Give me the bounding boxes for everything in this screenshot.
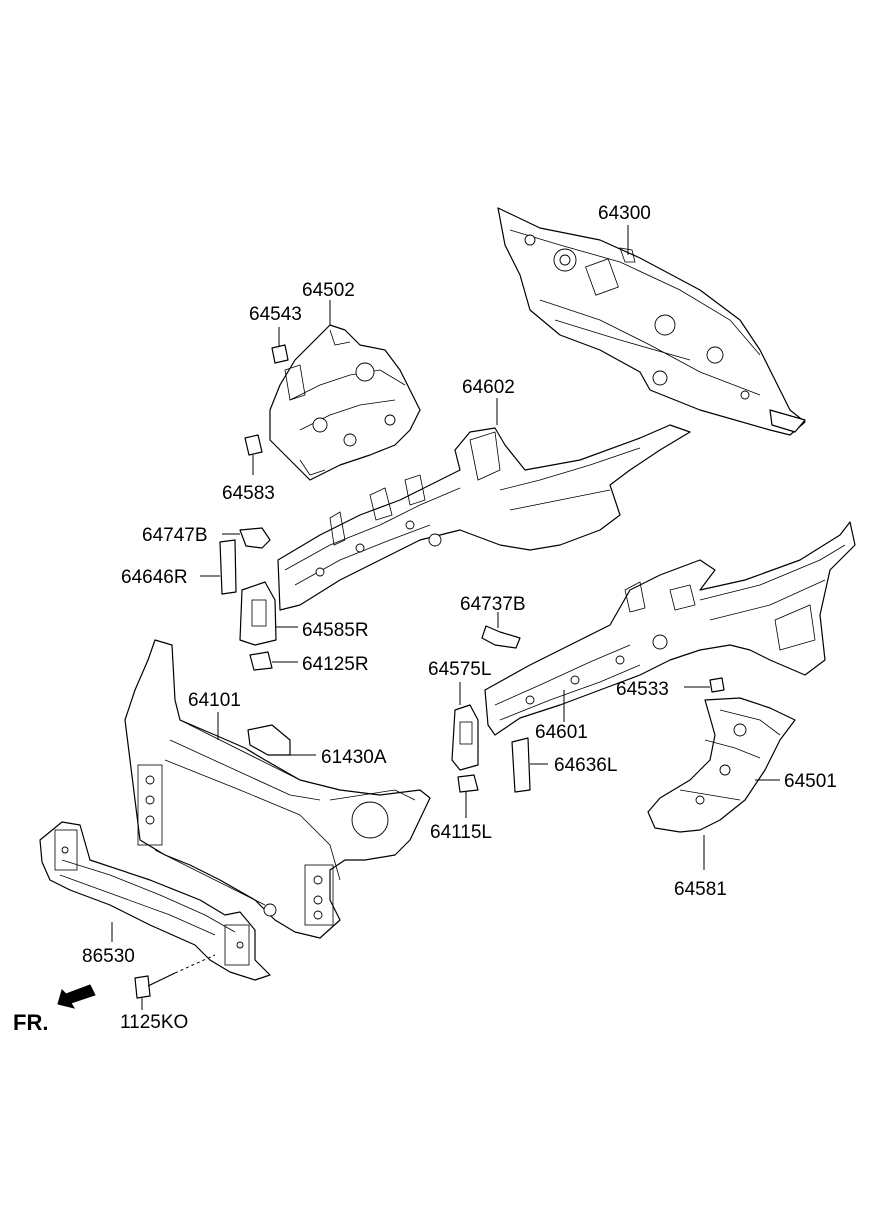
label-64575L: 64575L xyxy=(428,659,491,680)
front-direction-arrow xyxy=(57,984,96,1009)
reinforcement-64646R-part xyxy=(200,539,237,595)
label-64101: 64101 xyxy=(188,690,241,711)
label-64502: 64502 xyxy=(302,280,355,301)
label-64585R: 64585R xyxy=(302,620,369,641)
label-64583: 64583 xyxy=(222,483,275,504)
fender-apron-left-part xyxy=(647,697,796,870)
bracket-61430A-part xyxy=(247,724,316,756)
bracket-64125R-part xyxy=(249,651,298,671)
label-64636L: 64636L xyxy=(554,755,617,776)
bracket-64747B-part xyxy=(222,527,271,549)
fender-apron-upper-part xyxy=(269,324,421,481)
label-64533: 64533 xyxy=(616,679,669,700)
plate-64575L-part xyxy=(451,682,479,771)
label-64602: 64602 xyxy=(462,377,515,398)
label-64747B: 64747B xyxy=(142,525,208,546)
label-1125KO: 1125KO xyxy=(120,1012,188,1033)
dash-panel-part xyxy=(497,207,806,436)
label-64581: 64581 xyxy=(674,879,727,900)
leader-lines xyxy=(329,225,629,628)
bracket-64533-part xyxy=(684,677,725,693)
label-64501: 64501 xyxy=(784,771,837,792)
label-64300: 64300 xyxy=(598,203,651,224)
bumper-beam-part xyxy=(39,821,271,981)
bracket-64737B-part xyxy=(481,625,521,649)
label-86530: 86530 xyxy=(82,946,135,967)
radiator-support-part xyxy=(124,639,431,939)
bracket-64583-part xyxy=(244,434,263,475)
label-61430A: 61430A xyxy=(321,747,387,768)
label-64543: 64543 xyxy=(249,304,302,325)
bracket-64115L-part xyxy=(457,774,479,818)
reinforcement-64636L-part xyxy=(511,737,548,793)
front-direction-label: FR. xyxy=(13,1010,48,1035)
plate-64585R-part xyxy=(239,581,298,646)
label-64115L: 64115L xyxy=(430,822,492,843)
bracket-64543-part xyxy=(271,327,289,364)
side-member-right-part xyxy=(277,424,691,611)
label-64601: 64601 xyxy=(535,722,588,743)
bolt-1125KO-part xyxy=(134,954,216,1010)
label-64737B: 64737B xyxy=(460,594,526,615)
side-member-left-part xyxy=(484,521,856,736)
label-64646R: 64646R xyxy=(121,567,188,588)
label-64125R: 64125R xyxy=(302,654,369,675)
